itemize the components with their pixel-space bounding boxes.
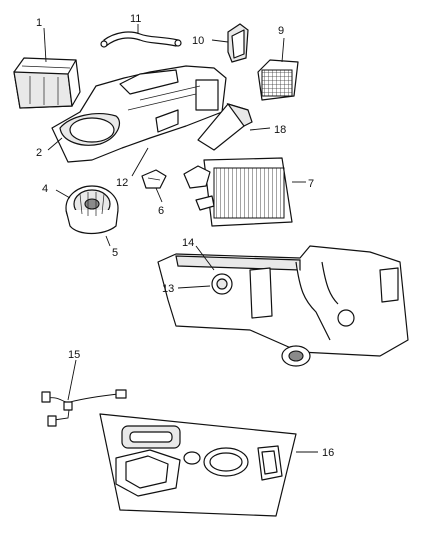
callout-6: 6 [158,205,164,217]
callout-16: 16 [322,447,334,459]
part-18-duct [197,102,253,151]
callout-11: 11 [130,13,141,25]
callout-13: 13 [162,283,174,295]
callout-9: 9 [278,25,284,37]
callout-14: 14 [182,237,194,249]
part-6-fitting [141,169,167,189]
part-10-bracket [227,23,249,63]
part-2-hvac-housing [51,65,227,163]
callout-1: 1 [36,17,42,29]
callout-15: 15 [68,349,80,361]
callout-4: 4 [42,183,48,195]
callout-7: 7 [308,178,314,190]
callout-12: 12 [116,177,128,189]
callout-18: 18 [274,124,286,136]
callout-10: 10 [192,35,204,47]
part-1-inlet-duct [13,57,81,109]
part-9-resistor [257,59,299,101]
leader-lines [43,24,318,453]
part-7-evaporator [183,157,293,227]
callout-2: 2 [36,147,42,159]
part-11-hose [100,31,182,48]
part-15-harness [41,389,127,427]
installed-assembly-view [157,245,409,367]
part-16-seal-kit [99,413,297,517]
part-4-blower-motor [65,185,119,235]
callout-labels: 1 2 3 4 5 6 7 8 9 10 11 12 13 14 15 16 1… [36,13,334,459]
callout-5: 5 [112,247,118,259]
